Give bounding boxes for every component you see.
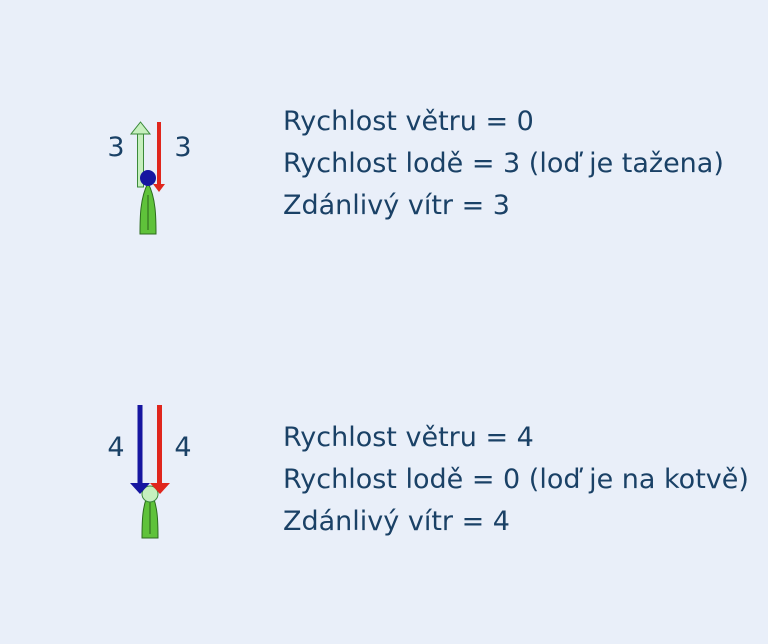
apparent-wind-arrow — [129, 121, 152, 188]
mast-dot — [141, 485, 159, 503]
vector-diagram-towed: 3 3 — [107, 121, 192, 235]
caption-towed: Rychlost větru = 0 Rychlost lodě = 3 (lo… — [283, 101, 724, 227]
apparent-wind-line: Zdánlivý vítr = 3 — [283, 190, 510, 221]
wind-speed-line: Rychlost větru = 4 — [283, 422, 534, 453]
boat-speed-line: Rychlost lodě = 3 (loď je tažena) — [283, 148, 724, 179]
caption-anchored: Rychlost větru = 4 Rychlost lodě = 0 (lo… — [283, 417, 749, 543]
scenario-anchored: 4 4 Rychlost větru = 4 Rychlost lodě = 0… — [0, 400, 768, 600]
vector-diagram-anchored: 4 4 — [107, 405, 192, 539]
label-right: 4 — [174, 432, 191, 463]
apparent-wind-line: Zdánlivý vítr = 4 — [283, 506, 510, 537]
mast-dot — [140, 170, 156, 186]
wind-speed-line: Rychlost větru = 0 — [283, 106, 534, 137]
apparent-wind-arrow — [150, 405, 170, 494]
label-left: 4 — [107, 432, 124, 463]
scenario-towed: 3 3 Rychlost větru = 0 Rychlost lodě = 3… — [0, 100, 768, 300]
true-wind-arrow — [130, 405, 150, 494]
boat-speed-arrow — [153, 122, 165, 192]
label-left: 3 — [107, 132, 124, 163]
label-right: 3 — [174, 132, 191, 163]
boat-speed-line: Rychlost lodě = 0 (loď je na kotvě) — [283, 464, 749, 495]
